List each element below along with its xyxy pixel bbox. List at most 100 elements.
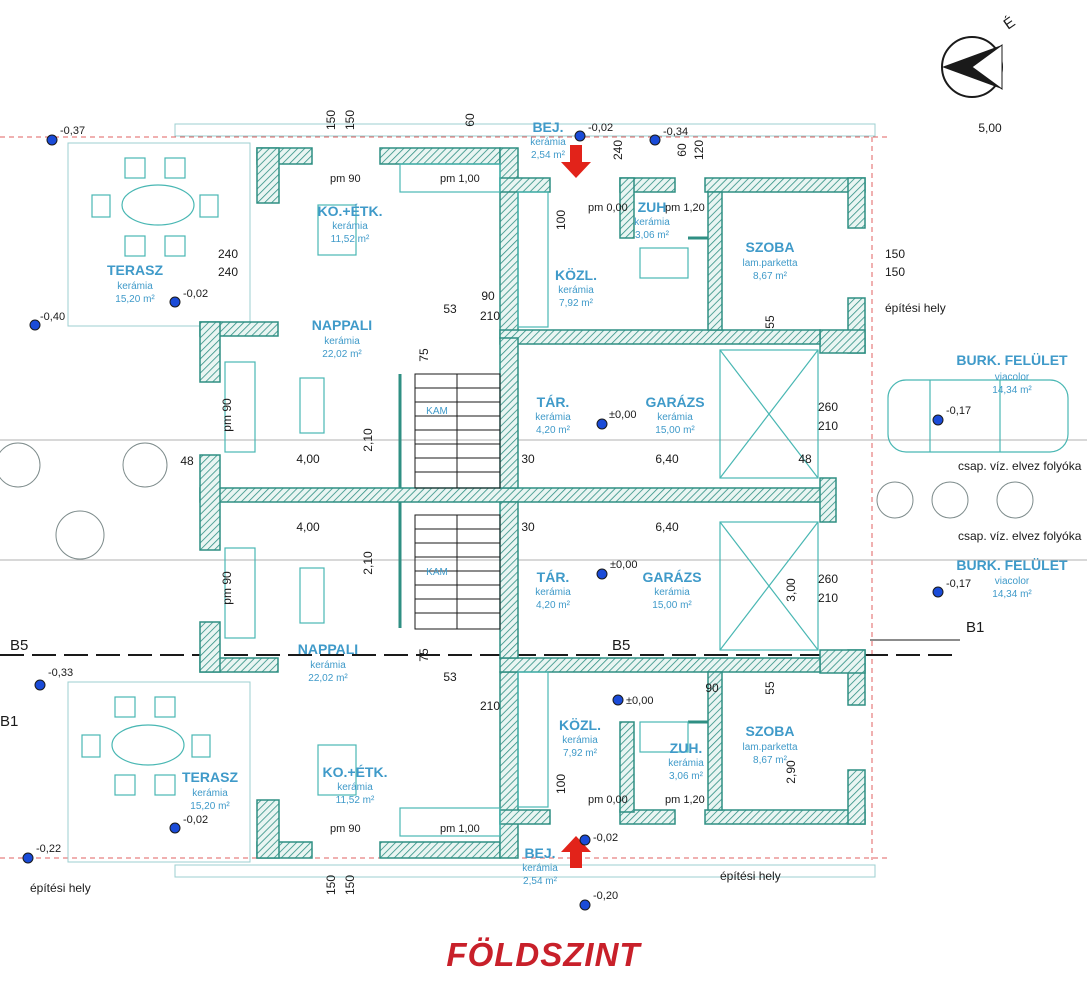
svg-text:kerámia: kerámia [668,758,704,769]
note-gutter-top: csap. víz. elvez folyóka [958,459,1082,473]
svg-text:150: 150 [324,875,338,895]
svg-text:pm 0,00: pm 0,00 [588,202,628,214]
svg-text:210: 210 [480,699,500,713]
svg-text:kerámia: kerámia [535,412,571,423]
svg-text:kerámia: kerámia [562,735,598,746]
room-burk-top: BURK. FELÜLET [956,352,1068,368]
dimension-labels: 150 150 60 240 120 60 150 150 240 240 15… [180,110,905,895]
svg-text:150: 150 [324,110,338,130]
room-szoba-bottom: SZOBA [746,723,795,739]
svg-text:15,20 m²: 15,20 m² [190,801,230,812]
room-garazs-top: GARÁZS [645,394,704,410]
svg-text:100: 100 [554,210,568,230]
room-bej-top: BEJ. [532,119,563,135]
svg-text:53: 53 [443,670,457,684]
svg-text:-0,40: -0,40 [40,311,65,323]
svg-text:viacolor: viacolor [995,576,1030,587]
room-tar-bottom: TÁR. [537,569,570,585]
svg-text:100: 100 [554,774,568,794]
trees [0,442,1034,560]
svg-text:260: 260 [818,400,838,414]
entry-arrow-top-icon [561,145,591,178]
level-markers [22,130,944,911]
svg-text:48: 48 [180,454,194,468]
section-lines [0,639,960,656]
svg-text:pm 1,20: pm 1,20 [665,202,705,214]
staircase-bottom [414,514,501,630]
room-terasz-bottom: TERASZ [182,769,238,785]
svg-text:kerámia: kerámia [522,863,558,874]
svg-text:6,40: 6,40 [655,452,679,466]
svg-text:-0,22: -0,22 [36,843,61,855]
svg-text:pm 90: pm 90 [330,173,361,185]
svg-text:pm 0,00: pm 0,00 [588,794,628,806]
svg-text:-0,02: -0,02 [183,288,208,300]
room-kam-bottom: KAM [426,567,448,578]
svg-text:7,92 m²: 7,92 m² [559,298,594,309]
note-build-area-top: építési hely [885,301,946,315]
note-build-area-bottom: építési hely [720,869,781,883]
svg-text:kerámia: kerámia [535,587,571,598]
svg-text:210: 210 [818,591,838,605]
svg-text:15,20 m²: 15,20 m² [115,294,155,305]
svg-text:260: 260 [818,572,838,586]
partitions [398,236,708,724]
svg-text:2,90: 2,90 [784,760,798,784]
north-label: É [1001,14,1019,34]
svg-text:150: 150 [885,265,905,279]
svg-text:pm 90: pm 90 [330,823,361,835]
walls [199,147,866,859]
outline-lines [0,123,1087,878]
axis-b1-right: B1 [966,619,984,636]
level-texts: -0,37 -0,40 -0,02 -0,02 -0,34 ±0,00 -0,1… [36,122,971,902]
svg-text:30: 30 [521,520,535,534]
svg-text:15,00 m²: 15,00 m² [652,600,692,611]
bottom-unit-rooms: TERASZ kerámia 15,20 m² KO.+ÉTK. kerámia… [182,557,1068,887]
svg-text:viacolor: viacolor [995,372,1030,383]
svg-text:60: 60 [463,113,477,127]
dim-500: 5,00 [978,121,1002,135]
svg-text:±0,00: ±0,00 [610,559,637,571]
svg-text:60: 60 [675,143,689,157]
room-garazs-bottom: GARÁZS [642,569,701,585]
svg-text:-0,17: -0,17 [946,405,971,417]
svg-text:-0,37: -0,37 [60,125,85,137]
svg-text:75: 75 [417,348,431,362]
svg-text:8,67 m²: 8,67 m² [753,755,788,766]
svg-text:30: 30 [521,452,535,466]
svg-text:-0,02: -0,02 [183,814,208,826]
car-icon [887,379,1069,453]
svg-text:240: 240 [218,247,238,261]
room-zuh-bottom: ZUH. [670,740,703,756]
svg-text:4,20 m²: 4,20 m² [536,600,571,611]
svg-text:pm 1,00: pm 1,00 [440,823,480,835]
svg-text:-0,02: -0,02 [588,122,613,134]
svg-text:4,20 m²: 4,20 m² [536,425,571,436]
svg-text:150: 150 [343,110,357,130]
svg-text:4,00: 4,00 [296,452,320,466]
room-tar-top: TÁR. [537,394,570,410]
room-szoba-top: SZOBA [746,239,795,255]
svg-text:55: 55 [763,681,777,695]
room-zuh-top: ZUH [638,199,667,215]
svg-text:pm 90: pm 90 [220,398,234,432]
room-bej-bottom: BEJ. [524,845,555,861]
svg-text:2,54 m²: 2,54 m² [531,150,566,161]
svg-text:kerámia: kerámia [192,788,228,799]
axis-b5-left: B5 [10,637,28,654]
svg-text:15,00 m²: 15,00 m² [655,425,695,436]
staircase-top [414,373,501,489]
svg-text:±0,00: ±0,00 [609,409,636,421]
svg-text:6,40: 6,40 [655,520,679,534]
svg-text:kerámia: kerámia [310,660,346,671]
svg-text:14,34 m²: 14,34 m² [992,589,1032,600]
room-kozl-bottom: KÖZL. [559,717,601,733]
svg-text:7,92 m²: 7,92 m² [563,748,598,759]
svg-text:kerámia: kerámia [332,221,368,232]
note-gutter-bottom: csap. víz. elvez folyóka [958,529,1082,543]
entry-arrows [561,145,591,868]
svg-text:150: 150 [343,875,357,895]
svg-text:lam.parketta: lam.parketta [742,742,797,753]
svg-text:2,54 m²: 2,54 m² [523,876,558,887]
